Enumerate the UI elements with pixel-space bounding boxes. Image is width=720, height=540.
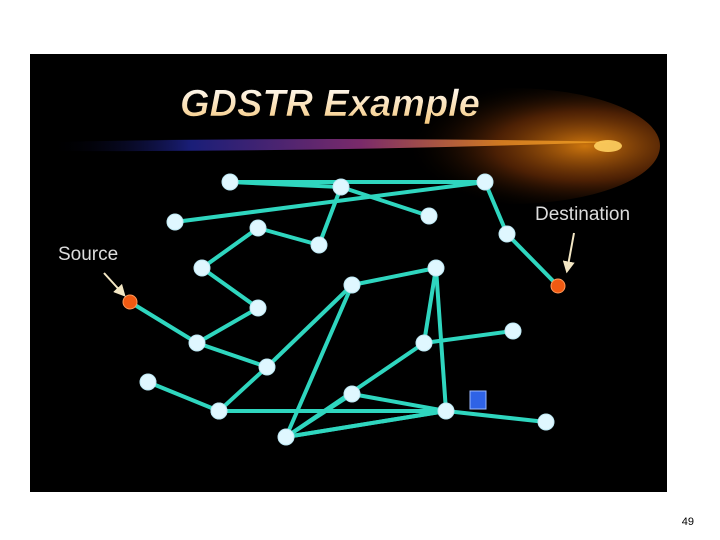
node-n6 (249, 219, 267, 237)
edge-n3-n4 (173, 180, 487, 224)
edge-n16-n22 (284, 392, 354, 439)
node-n22 (343, 385, 361, 403)
slide-title: GDSTR Example (180, 83, 480, 125)
edge-n6-n7 (200, 226, 260, 270)
edges-layer (128, 180, 560, 439)
node-n13 (258, 358, 276, 376)
edge-n10-n11 (195, 306, 260, 345)
node-n16 (277, 428, 295, 446)
node-n21 (210, 402, 228, 420)
node-n10 (249, 299, 267, 317)
node-n17 (415, 334, 433, 352)
node-n19 (437, 402, 455, 420)
node-n7 (193, 259, 211, 277)
node-n4 (166, 213, 184, 231)
page-number: 49 (681, 516, 694, 528)
edge-n11-n13 (195, 341, 269, 369)
node-n14 (343, 276, 361, 294)
edge-n3-n5 (483, 180, 509, 236)
edge-n13-n14 (265, 283, 354, 369)
edge-n12-n18 (146, 380, 221, 413)
source-node (122, 294, 138, 310)
node-n12 (139, 373, 157, 391)
source-label: Source (58, 244, 118, 265)
edge-n5-dst (505, 232, 560, 288)
edge-n19-n22 (350, 392, 448, 413)
title-comet-decoration (50, 88, 660, 204)
network-diagram: GDSTR Example Source Destination (50, 83, 660, 446)
node-n1 (221, 173, 239, 191)
edge-n6-n8 (256, 226, 321, 247)
edge-n16-n19 (284, 409, 448, 439)
source-arrow (103, 272, 126, 297)
node-n3 (476, 173, 494, 191)
node-n8 (310, 236, 328, 254)
edge-n19-n15 (434, 266, 448, 413)
edge-n2-n9 (339, 185, 431, 218)
node-n23 (537, 413, 555, 431)
nodes-layer (122, 173, 566, 446)
edge-n2-n8 (317, 185, 343, 247)
destination-label: Destination (535, 204, 630, 225)
edge-n13-n21 (217, 365, 269, 413)
current-position-marker (469, 390, 487, 410)
node-n15 (427, 259, 445, 277)
node-n20 (504, 322, 522, 340)
edge-n17-n20 (422, 329, 515, 345)
destination-node (550, 278, 566, 294)
node-n11 (188, 334, 206, 352)
slide-panel: GDSTR Example Source Destination (30, 54, 667, 492)
node-n5 (498, 225, 516, 243)
edge-n7-n10 (200, 266, 260, 310)
destination-arrow (562, 232, 575, 274)
edge-src-n11 (128, 300, 199, 345)
edge-n15-n17 (422, 266, 438, 345)
node-n2 (332, 178, 350, 196)
node-n9 (420, 207, 438, 225)
edge-n19-n23 (444, 409, 548, 424)
edge-n14-n15 (350, 266, 438, 287)
